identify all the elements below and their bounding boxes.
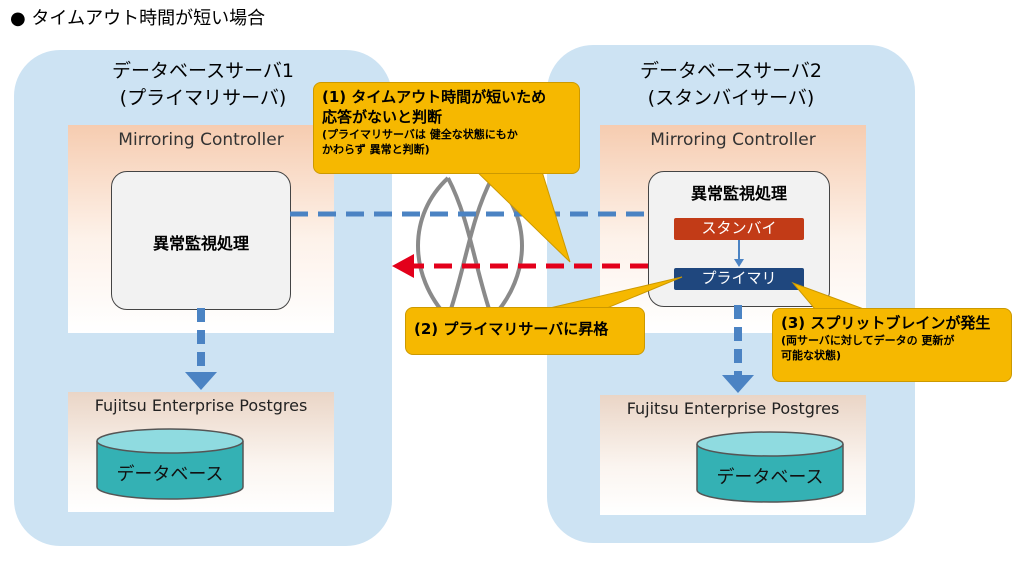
callout2: (2) プライマリサーバに昇格 <box>405 307 645 355</box>
server2-fep-label: Fujitsu Enterprise Postgres <box>626 399 840 418</box>
server2-database-label: データベース <box>716 467 824 488</box>
server1-database-label: データベース <box>116 464 224 485</box>
red-arrow-head <box>392 254 414 278</box>
server1-database-cylinder <box>96 428 244 500</box>
callout2-main: (2) プライマリサーバに昇格 <box>414 320 609 338</box>
callout1-sub-line1: (プライマリサーバは 健全な状態にもか <box>322 128 518 141</box>
primary-status-box: プライマリ <box>674 268 804 290</box>
server1-mc-label: Mirroring Controller <box>118 130 284 150</box>
standby-status-box: スタンバイ <box>674 218 804 240</box>
server1-monitoring-process: 異常監視処理 <box>111 171 291 310</box>
server2-down-arrowhead <box>722 375 754 393</box>
server1-title: データベースサーバ1 (プライマリサーバ) <box>14 58 392 112</box>
callout1-sub-line2: かわらず 異常と判断) <box>322 143 430 156</box>
server2-title-line1: データベースサーバ2 <box>640 60 822 82</box>
callout3: (3) スプリットブレインが発生 (両サーバに対してデータの 更新が 可能な状態… <box>772 308 1012 382</box>
network-link-cross-a <box>446 177 494 319</box>
standby-to-primary-arrowhead <box>734 259 744 267</box>
callout3-sub-line2: 可能な状態) <box>781 349 842 362</box>
server2-title-line2: (スタンバイサーバ) <box>647 87 815 109</box>
callout1-main-line1: (1) タイムアウト時間が短いため <box>322 88 547 106</box>
callout3-sub-line1: (両サーバに対してデータの 更新が <box>781 334 955 347</box>
server1-monitoring-label: 異常監視処理 <box>152 234 249 253</box>
server2-monitoring-label: 異常監視処理 <box>690 184 787 203</box>
server2-title: データベースサーバ2 (スタンバイサーバ) <box>547 58 915 112</box>
callout3-main: (3) スプリットブレインが発生 <box>781 314 991 332</box>
server1-title-line2: (プライマリサーバ) <box>119 87 287 109</box>
server1-fep-label: Fujitsu Enterprise Postgres <box>94 396 308 415</box>
callout1-main-line2: 応答がないと判断 <box>322 108 443 126</box>
server1-down-arrowhead <box>185 372 217 390</box>
network-link-cross-b <box>446 177 494 319</box>
server2-database-cylinder <box>696 431 844 503</box>
network-link-left <box>416 176 450 320</box>
server1-title-line1: データベースサーバ1 <box>112 60 294 82</box>
callout1: (1) タイムアウト時間が短いため 応答がないと判断 (プライマリサーバは 健全… <box>313 82 580 174</box>
page-title: ● タイムアウト時間が短い場合 <box>10 8 266 29</box>
server2-mc-label: Mirroring Controller <box>650 130 816 150</box>
